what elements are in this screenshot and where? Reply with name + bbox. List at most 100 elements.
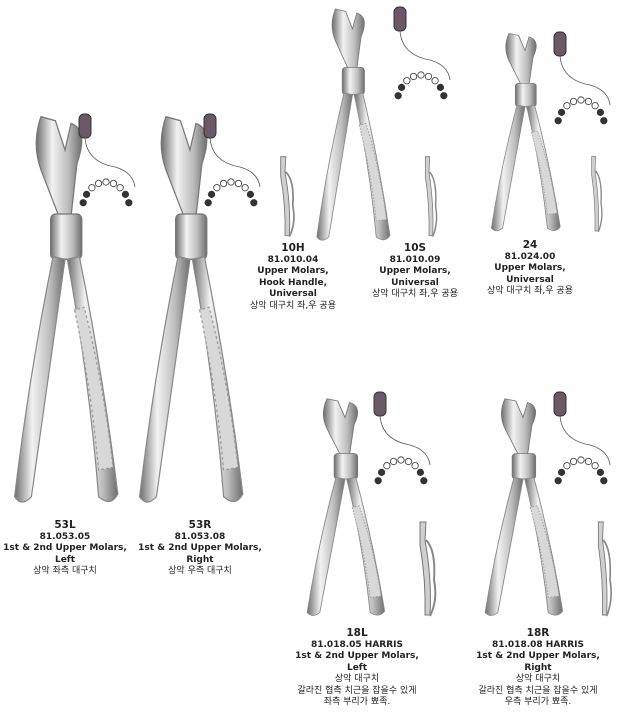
product-description-korean: 상악 대구치 xyxy=(515,674,561,684)
knurled-grip xyxy=(198,306,239,471)
forceps-beak xyxy=(505,33,537,86)
knurled-grip xyxy=(530,130,558,215)
forceps-joint xyxy=(341,67,365,95)
tooth-icon xyxy=(78,113,92,139)
tooth-diagram-53l xyxy=(78,113,136,207)
product-description: 1st & 2nd Upper Molars, xyxy=(476,651,600,661)
tooth-icon xyxy=(553,31,567,57)
product-description: Right xyxy=(524,662,552,673)
tooth-icon xyxy=(553,391,567,417)
forceps-side-view-10h xyxy=(280,156,295,237)
dental-arch-icon xyxy=(374,456,428,485)
forceps-handle-left xyxy=(138,255,191,503)
product-description: Universal xyxy=(506,274,554,285)
product-description: 1st & 2nd Upper Molars, xyxy=(295,651,419,661)
tooth-diagram-18l xyxy=(373,391,431,485)
forceps-handle-left xyxy=(484,477,524,616)
forceps-handle-left xyxy=(13,255,66,503)
product-model: 53R xyxy=(188,519,212,531)
forceps-side-view-18l xyxy=(419,521,437,617)
forceps-joint xyxy=(333,453,359,480)
dental-arch-icon xyxy=(554,456,608,485)
product-description: Upper Molars, xyxy=(379,266,451,276)
tooth-diagram-24 xyxy=(553,31,611,125)
tooth-diagram-18r xyxy=(553,391,611,485)
product-model: 18L xyxy=(346,627,368,639)
forceps-joint xyxy=(175,213,208,260)
product-description: Universal xyxy=(269,289,317,299)
forceps-beak xyxy=(35,115,83,218)
knurled-grip xyxy=(73,306,114,471)
forceps-handle-left xyxy=(306,477,346,616)
forceps-beak xyxy=(322,398,359,456)
product-code: 81.053.05 xyxy=(39,531,91,542)
forceps-beak xyxy=(160,115,208,218)
product-model: 10H xyxy=(281,242,305,254)
forceps-side-view-18r xyxy=(597,521,612,617)
product-description-korean: 상악 대구치 xyxy=(334,674,380,684)
product-description: Hook Handle, xyxy=(258,277,328,288)
forceps-beak xyxy=(500,398,537,456)
forceps-image-24 xyxy=(490,33,561,232)
product-description-korean: 상악 좌측 대구치 xyxy=(33,566,97,576)
forceps-joint xyxy=(49,213,83,260)
product-code: 81.024.00 xyxy=(504,251,556,262)
product-code: 81.010.04 xyxy=(267,254,319,265)
product-description: Right xyxy=(186,554,214,565)
product-description-korean: 상악 대구치 좌,우 공용 xyxy=(372,289,458,299)
product-code: 81.053.08 xyxy=(174,531,226,542)
forceps-joint xyxy=(511,453,537,480)
forceps-side-view-24 xyxy=(591,156,603,233)
forceps-handle-left xyxy=(316,92,353,241)
forceps-joint xyxy=(515,82,537,107)
product-description: 1st & 2nd Upper Molars, xyxy=(138,543,262,553)
forceps-handle-left xyxy=(490,104,526,232)
product-model: 18R xyxy=(526,627,550,639)
tooth-diagram-53r xyxy=(203,113,261,207)
product-code: 81.018.08 HARRIS xyxy=(491,639,584,650)
forceps-beak xyxy=(331,8,365,70)
forceps-image-18l xyxy=(306,398,386,616)
tooth-icon xyxy=(203,113,217,139)
forceps-image-53l xyxy=(13,115,119,503)
forceps-image-10h xyxy=(316,8,391,241)
dental-arch-icon xyxy=(79,178,133,207)
product-code: 81.010.09 xyxy=(389,254,441,265)
tooth-icon xyxy=(393,6,407,32)
knurled-grip xyxy=(351,505,382,598)
dental-arch-icon xyxy=(394,71,448,100)
product-model: 53L xyxy=(54,519,76,531)
product-description: Universal xyxy=(391,277,439,288)
product-description-korean: 상악 우측 대구치 xyxy=(168,566,232,576)
product-description-korean: 상악 대구치 좌,우 공용 xyxy=(487,286,573,296)
forceps-image-18r xyxy=(484,398,564,616)
product-description-korean: 갈라진 협측 치근을 잡을수 있게 xyxy=(478,685,598,696)
forceps-image-53r xyxy=(138,115,244,503)
product-description: 1st & 2nd Upper Molars, xyxy=(3,543,127,553)
product-code: 81.018.05 HARRIS xyxy=(310,639,403,650)
knurled-grip xyxy=(529,505,560,598)
tooth-diagram-10h xyxy=(393,6,451,100)
product-description-korean: 좌측 부리가 뾰족. xyxy=(323,697,391,707)
product-model: 10S xyxy=(403,242,427,254)
knurled-grip xyxy=(358,122,387,222)
product-model: 24 xyxy=(522,239,538,251)
product-description-korean: 갈라진 협측 치근을 잡을수 있게 xyxy=(297,685,417,696)
product-description: Left xyxy=(54,554,76,565)
forceps-side-view-10s xyxy=(424,156,438,237)
product-description: Upper Molars, xyxy=(494,263,566,273)
dental-arch-icon xyxy=(204,178,258,207)
product-description: Upper Molars, xyxy=(257,266,329,276)
product-description: Left xyxy=(346,662,368,673)
tooth-icon xyxy=(373,391,387,417)
product-description-korean: 우측 부리가 뾰족. xyxy=(504,697,572,707)
product-description-korean: 상악 대구치 좌,우 공용 xyxy=(250,300,336,311)
dental-arch-icon xyxy=(554,96,608,125)
